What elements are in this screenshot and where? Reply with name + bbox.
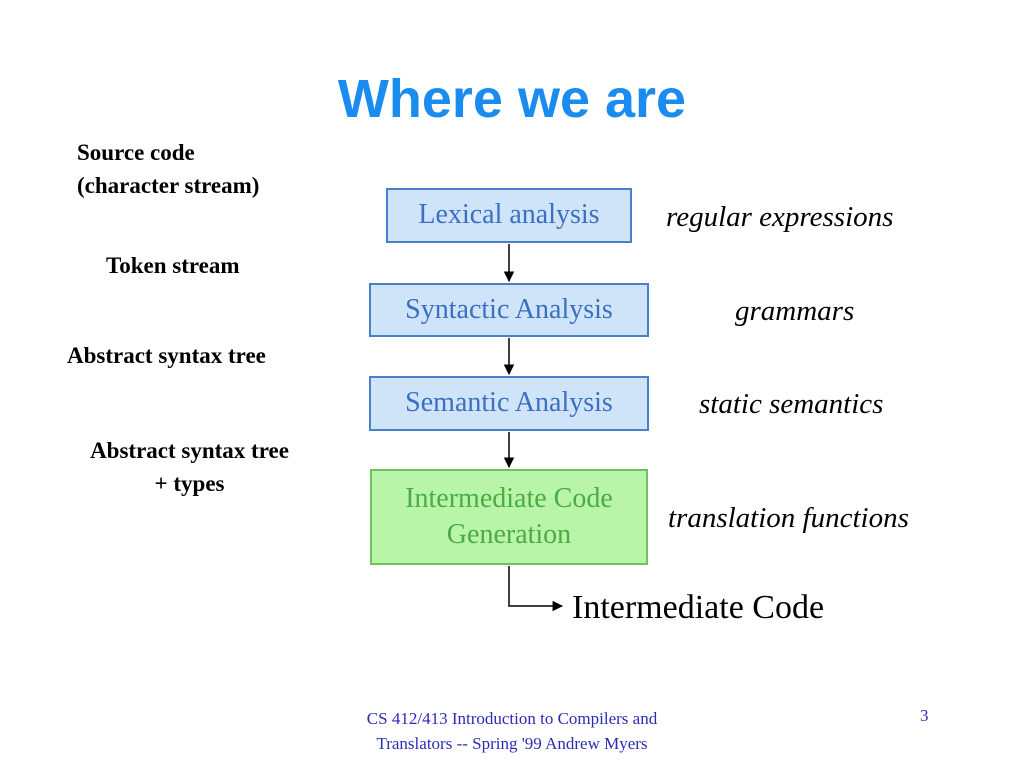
syntactic-analysis-box: Syntactic Analysis xyxy=(369,283,649,337)
ast-types-label: Abstract syntax tree + types xyxy=(90,438,289,496)
semantic-analysis-box: Semantic Analysis xyxy=(369,376,649,431)
static-semantics-label: static semantics xyxy=(699,388,884,420)
intermediate-code-output: Intermediate Code xyxy=(572,589,825,626)
slide-title: Where we are xyxy=(337,69,687,129)
regular-expressions-label: regular expressions xyxy=(666,201,894,233)
grammars-label: grammars xyxy=(735,295,855,327)
ast-label: Abstract syntax tree xyxy=(67,343,266,368)
token-stream-label: Token stream xyxy=(106,253,240,278)
lexical-analysis-box: Lexical analysis xyxy=(386,188,632,243)
intermediate-code-generation-box: Intermediate Code Generation xyxy=(370,469,648,565)
arrow-generation-to-output xyxy=(508,566,564,612)
footer-course-info: CS 412/413 Introduction to Compilers and… xyxy=(366,709,658,753)
source-code-label: Source code (character stream) xyxy=(77,140,260,198)
translation-functions-label: translation functions xyxy=(668,502,909,534)
page-number: 3 xyxy=(920,706,929,725)
